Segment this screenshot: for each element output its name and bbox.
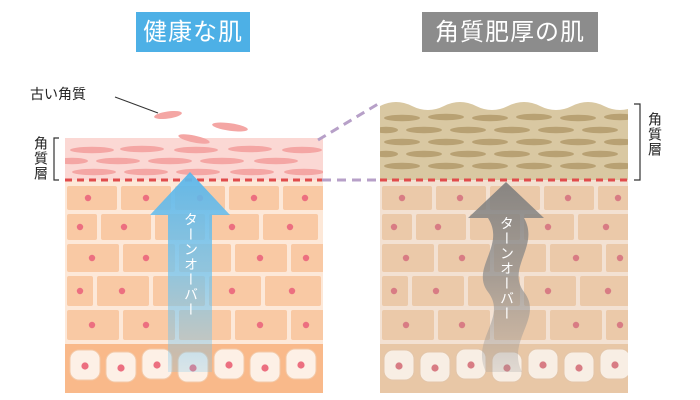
- thick-turnover-arrow: [468, 182, 544, 372]
- healthy-turnover-arrow: [150, 172, 230, 372]
- left-stratum-bracket: [53, 137, 59, 181]
- thick-stratum-scales: [380, 113, 628, 170]
- thick-skin-title: 角質肥厚の肌: [422, 12, 598, 52]
- healthy-turnover-label: ターンオーバー: [182, 212, 198, 317]
- healthy-nuclei: [76, 194, 310, 372]
- old-keratin-label: 古い角質: [30, 87, 86, 103]
- healthy-skin-panel: [65, 138, 323, 393]
- right-stratum-bracket: [634, 103, 641, 181]
- zoom-connector-top: [317, 102, 379, 142]
- healthy-skin-title: 健康な肌: [136, 12, 250, 52]
- thick-turnover-label: ターンオーバー: [498, 216, 514, 321]
- old-keratin-flakes: [154, 111, 248, 144]
- thick-skin-panel: [380, 102, 628, 393]
- thick-nuclei: [390, 194, 624, 372]
- old-keratin-leader: [114, 96, 159, 114]
- healthy-stratum-scales: [65, 145, 323, 176]
- right-stratum-label: 角質層: [646, 112, 662, 157]
- left-stratum-label: 角質層: [32, 136, 48, 181]
